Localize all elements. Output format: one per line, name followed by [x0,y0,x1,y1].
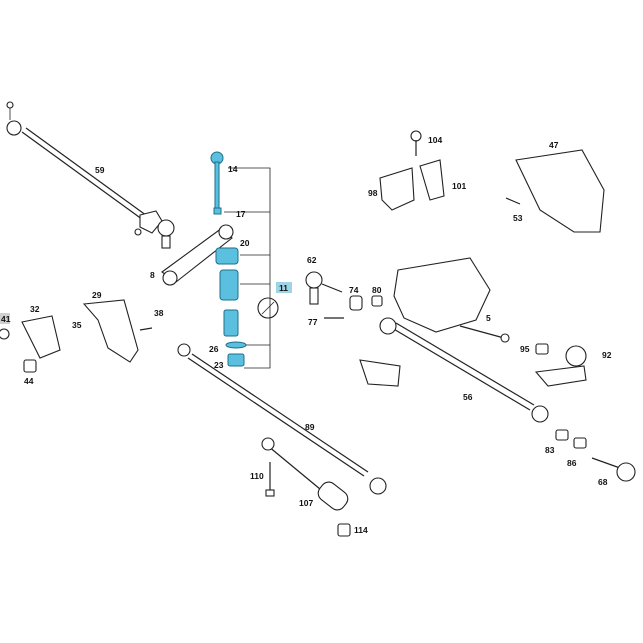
bracket-32[interactable] [21,315,61,359]
bolt-110[interactable] [265,462,275,497]
callout-74[interactable]: 74 [349,285,359,295]
tie-rod-end-68[interactable] [591,457,636,482]
callout-26[interactable]: 26 [209,344,219,354]
callout-35[interactable]: 35 [72,320,82,330]
damper-107[interactable] [261,437,351,513]
callout-11[interactable]: 11 [279,283,288,293]
nut-44[interactable] [23,359,37,373]
callout-83[interactable]: 83 [545,445,555,455]
steering-box [359,257,491,387]
tie-rod-59[interactable] [6,101,175,249]
callout-41-highlight [0,313,10,324]
callout-17[interactable]: 17 [236,209,246,219]
nut-95[interactable] [535,343,549,355]
callout-23[interactable]: 23 [214,360,224,370]
callout-80[interactable]: 80 [372,285,382,295]
callout-68[interactable]: 68 [598,477,608,487]
bracket-101[interactable] [419,159,445,201]
bushing-74[interactable] [349,295,363,311]
callout-41[interactable]: 41 [1,314,11,324]
callout-5[interactable]: 5 [486,313,491,323]
callout-56[interactable]: 56 [463,392,473,402]
bolt-38[interactable] [139,327,153,331]
bushing-20[interactable] [215,247,239,265]
callout-89[interactable]: 89 [305,422,315,432]
bracket-98[interactable] [379,167,415,211]
bolt-14[interactable] [210,151,224,209]
nut-114[interactable] [337,523,351,537]
callout-11-highlight [276,282,292,293]
callout-92[interactable]: 92 [602,350,612,360]
housing-47[interactable] [515,149,605,233]
washer-26[interactable] [225,341,247,349]
bolt-53[interactable] [505,197,521,205]
callout-44[interactable]: 44 [24,376,34,386]
callout-8[interactable]: 8 [150,270,155,280]
wrench-icon [257,297,279,319]
bolt-104[interactable] [410,130,422,156]
drag-link-89[interactable] [177,343,387,495]
nut-86[interactable] [573,437,587,449]
callout-98[interactable]: 98 [368,188,378,198]
callout-77[interactable]: 77 [308,317,318,327]
nut-23[interactable] [227,353,245,367]
callout-104[interactable]: 104 [428,135,442,145]
bolt-5[interactable] [459,325,510,343]
bushing-set-11[interactable] [219,269,239,337]
bracket-29[interactable] [82,299,139,363]
callout-101[interactable]: 101 [452,181,466,191]
callout-86[interactable]: 86 [567,458,577,468]
clamp-92[interactable] [534,345,587,387]
callout-110[interactable]: 110 [250,471,264,481]
callout-53[interactable]: 53 [513,213,523,223]
tie-rod-56[interactable] [379,317,549,423]
tie-rod-62[interactable] [305,271,343,305]
washer-17[interactable] [213,207,222,215]
callout-14[interactable]: 14 [228,164,238,174]
callout-32[interactable]: 32 [30,304,40,314]
pitman-arm-8[interactable] [161,224,234,286]
callout-95[interactable]: 95 [520,344,530,354]
callout-20[interactable]: 20 [240,238,250,248]
group-bracket [224,167,271,369]
callout-62[interactable]: 62 [307,255,317,265]
nut-83[interactable] [555,429,569,441]
callout-47[interactable]: 47 [549,140,559,150]
nut-80[interactable] [371,295,383,307]
nut-41[interactable] [0,328,10,340]
callout-114[interactable]: 114 [354,525,368,535]
callout-107[interactable]: 107 [299,498,313,508]
callout-29[interactable]: 29 [92,290,102,300]
callout-59[interactable]: 59 [95,165,105,175]
callout-38[interactable]: 38 [154,308,164,318]
